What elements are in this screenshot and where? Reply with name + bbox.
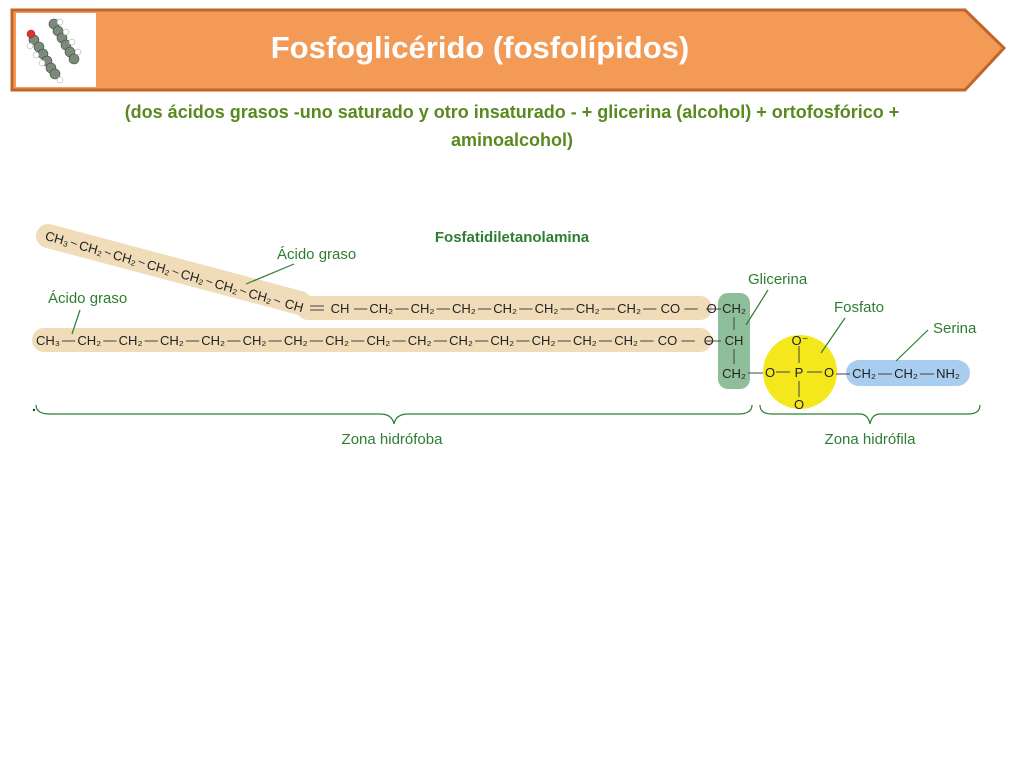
diag-chain-group-4: CH₂ [145, 257, 172, 278]
label-phosphate: Fosfato [834, 299, 884, 316]
top-chain-group-7: CH₂ [576, 301, 600, 316]
amine-group-1: CH₂ [852, 366, 876, 381]
subtitle-line-1: (dos ácidos grasos -uno saturado y otro … [124, 102, 900, 122]
glycerol-block [718, 293, 750, 389]
amine-group-3: NH₂ [936, 366, 960, 381]
bond-line [273, 298, 281, 303]
diagram-title: Fosfatidiletanolamina [435, 229, 590, 246]
phosphate-p: P [795, 365, 804, 380]
label-glycerol: Glicerina [748, 271, 808, 288]
glycerol-group-1: CH₂ [722, 301, 746, 316]
label-acid-2: Ácido graso [48, 290, 127, 307]
bond-line [104, 251, 111, 255]
bond-line [240, 289, 247, 293]
diag-chain-group-5: CH₂ [179, 266, 206, 287]
bottom-chain-group-14: CH₂ [573, 333, 597, 348]
bond-line [138, 260, 145, 265]
bottom-chain-group-13: CH₂ [532, 333, 556, 348]
diag-chain-group-6: CH₂ [213, 276, 240, 297]
leader-serine [895, 329, 929, 362]
label-hydrophilic: Zona hidrófila [825, 431, 917, 448]
page-title: Fosfoglicérido (fosfolípidos) [270, 30, 690, 65]
title-banner [10, 8, 1007, 92]
molecule-model-drawing [26, 18, 82, 84]
top-chain-group-8: CH₂ [617, 301, 641, 316]
top-chain-group-1: CH [331, 301, 350, 316]
leader-acid-1 [245, 263, 295, 285]
phosphate-o-left: O [765, 365, 775, 380]
bond-line [70, 241, 78, 246]
fatty-acid-bottom-band [32, 328, 712, 352]
label-serine: Serina [933, 320, 977, 337]
hydrophobic-brace [35, 404, 753, 425]
bottom-chain-group-7: CH₂ [284, 333, 308, 348]
bottom-chain-group-1: CH₃ [36, 333, 60, 348]
diag-chain-group-7: CH₂ [247, 286, 274, 307]
bottom-chain-group-4: CH₂ [160, 333, 184, 348]
bottom-chain-group-11: CH₂ [449, 333, 473, 348]
bond-line [206, 279, 213, 284]
phosphate-o-bottom: O [794, 397, 804, 412]
page-subtitle: (dos ácidos grasos -uno saturado y otro … [40, 98, 984, 154]
top-chain-group-4: CH₂ [452, 301, 476, 316]
phosphate-o-right: O [824, 365, 834, 380]
bottom-chain-group-2: CH₂ [77, 333, 101, 348]
bottom-chain-group-6: CH₂ [243, 333, 267, 348]
bottom-chain-group-10: CH₂ [408, 333, 432, 348]
diag-chain-group-1: CH₃ [44, 228, 71, 249]
subtitle-line-2: aminoalcohol) [450, 130, 573, 150]
top-chain-group-6: CH₂ [535, 301, 559, 316]
fatty-acid-diagonal-band [36, 224, 312, 315]
bottom-chain-group-12: CH₂ [490, 333, 514, 348]
glycerol-group-2: CH [725, 333, 744, 348]
leader-glycerol [745, 289, 769, 326]
bottom-chain-group-5: CH₂ [201, 333, 225, 348]
amine-band [846, 360, 970, 386]
diag-chain-group-8: CH [283, 296, 305, 315]
bullet-dot [32, 408, 36, 412]
top-chain-group-3: CH₂ [411, 301, 435, 316]
bottom-chain-group-16: CO [658, 333, 678, 348]
top-chain-group-2: CH₂ [369, 301, 393, 316]
label-hydrophobic: Zona hidrófoba [342, 431, 444, 448]
phosphate-o-top: O⁻ [792, 333, 809, 348]
hydrophilic-brace [759, 404, 981, 425]
bottom-chain-group-15: CH₂ [614, 333, 638, 348]
leader-acid-2 [71, 309, 81, 335]
amine-group-2: CH₂ [894, 366, 918, 381]
leader-phosphate [820, 317, 846, 354]
phosphate-circle [763, 335, 837, 409]
top-chain-group-5: CH₂ [493, 301, 517, 316]
diag-chain-group-3: CH₂ [111, 247, 138, 268]
bottom-chain-group-8: CH₂ [325, 333, 349, 348]
label-acid-1: Ácido graso [277, 246, 356, 263]
fatty-acid-top-band [296, 296, 712, 320]
bond-line [172, 270, 179, 274]
bottom-chain-group-3: CH₂ [119, 333, 143, 348]
bottom-chain-group-9: CH₂ [366, 333, 390, 348]
top-chain-group-9: CO [661, 301, 681, 316]
glycerol-group-3: CH₂ [722, 366, 746, 381]
diag-chain-group-2: CH₂ [78, 238, 105, 259]
